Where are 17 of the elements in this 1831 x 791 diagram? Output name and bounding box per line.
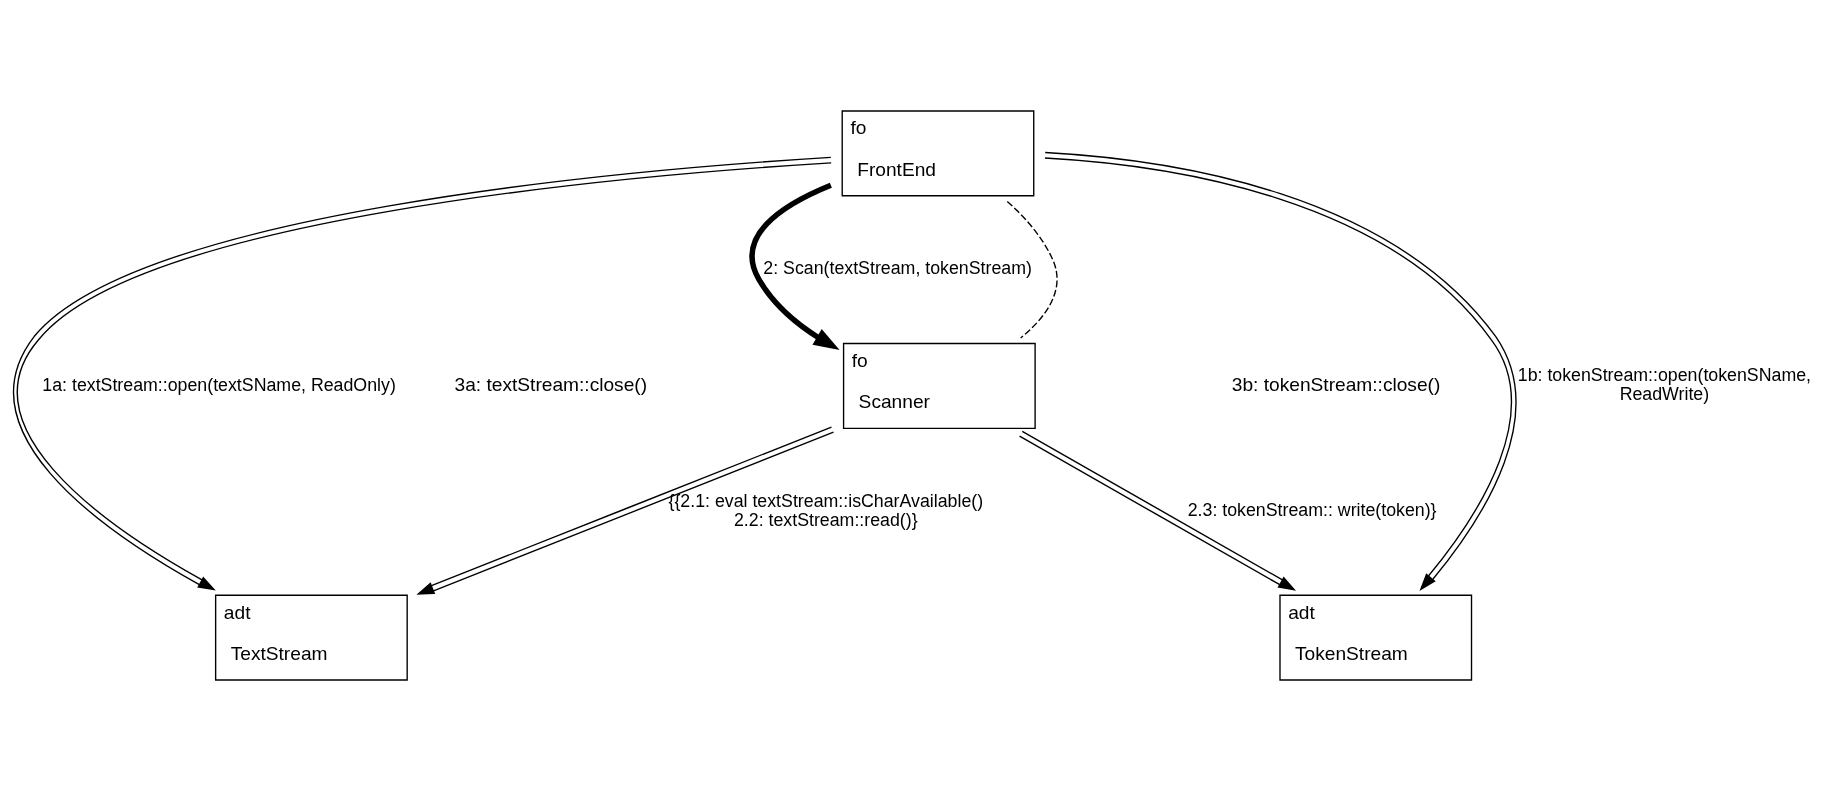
node-box: adt TextStream <box>214 594 408 681</box>
label: 3a: textStream::close() <box>454 373 648 395</box>
edge-label: 1b: tokenStream::open(tokenSName, ReadWrite) <box>1517 365 1812 405</box>
node-box: fo Scanner <box>842 342 1036 429</box>
edge-label: 1a: textStream::open(textSName, ReadOnly) <box>42 374 396 395</box>
arrow <box>13 156 832 591</box>
arrow <box>749 182 840 351</box>
label: 3b: tokenStream::close() <box>1231 373 1441 395</box>
edge-label: 2.3: tokenStream:: write(token)} <box>1187 500 1437 521</box>
edge-label: 2: Scan(textStream, tokenStream) <box>763 258 1032 279</box>
arrow <box>1018 430 1297 591</box>
edge-label: {{2.1: eval textStream::isCharAvailable() 2.2: textStream::read()} <box>668 490 984 531</box>
node-box: adt TokenStream <box>1279 594 1473 681</box>
arrow <box>416 426 835 595</box>
connector <box>1006 200 1058 339</box>
arrow <box>1044 151 1517 591</box>
node-box: fo FrontEnd <box>841 110 1035 197</box>
